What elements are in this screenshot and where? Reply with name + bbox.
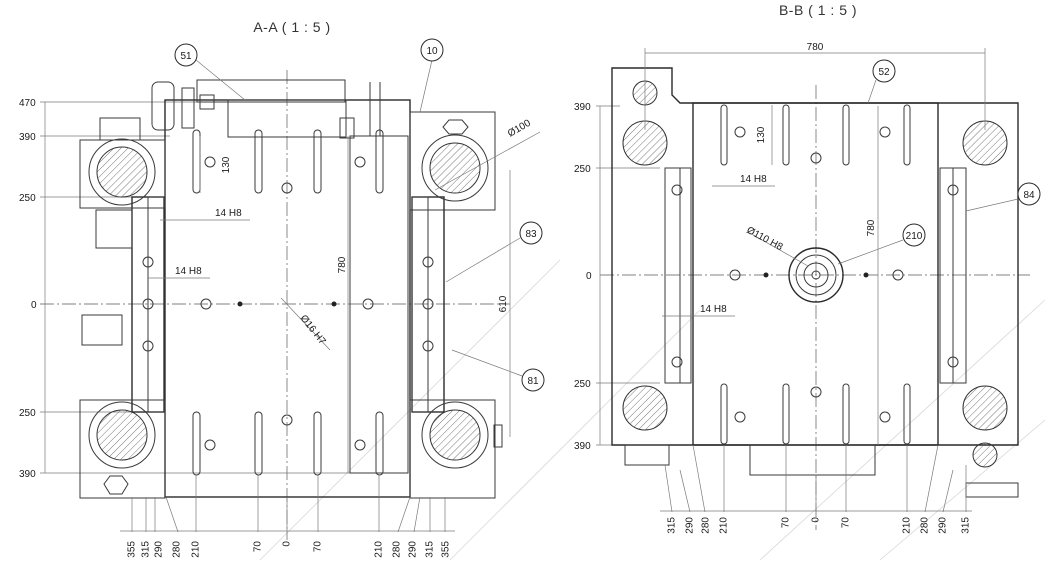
bb-dim-780-vertical: 780 [866, 219, 877, 236]
aa-callouts: 51 10 83 81 [174, 38, 545, 392]
callout-number: 84 [1023, 190, 1035, 201]
callout-number: 10 [426, 46, 438, 57]
aa-left-label: 390 [19, 469, 36, 480]
callout-bubble: 10 [420, 38, 444, 62]
bb-bottom-label: 290 [938, 517, 949, 534]
bb-left-label: 250 [574, 379, 591, 390]
bb-bottom-label: 315 [667, 517, 678, 534]
view-bb-title: B-B ( 1 : 5 ) [779, 2, 857, 18]
view-aa-title: A-A ( 1 : 5 ) [253, 19, 330, 35]
aa-bottom-label: 70 [313, 541, 324, 553]
bb-bottom-label: 280 [701, 517, 712, 534]
aa-bottom-extension-lines [120, 475, 455, 533]
bb-bottom-label: 210 [902, 517, 913, 534]
callout-bubble: 83 [519, 221, 543, 245]
bb-dim-d110: Ø110 H8 [745, 225, 785, 253]
bb-left-rail [664, 167, 692, 384]
bb-bottom-label: 315 [961, 517, 972, 534]
callout-number: 83 [525, 229, 537, 240]
aa-bottom-label: 315 [141, 541, 152, 558]
view-aa: A-A ( 1 : 5 ) [19, 19, 545, 558]
bb-center-nozzle [788, 247, 844, 303]
aa-bottom-label: 290 [154, 541, 165, 558]
aa-top-right-block [409, 111, 496, 211]
aa-tie-bars [88, 134, 489, 469]
bb-slots [720, 104, 911, 445]
aa-bottom-label: 280 [392, 541, 403, 558]
callout-number: 52 [878, 67, 890, 78]
aa-bottom-label: 280 [172, 541, 183, 558]
aa-dim-14h8-upper: 14 H8 [215, 208, 242, 219]
aa-left-extension-lines [40, 101, 380, 474]
aa-bottom-label: 210 [191, 541, 202, 558]
aa-left-label: 390 [19, 132, 36, 143]
aa-main-plate [164, 99, 411, 498]
bb-dim-780-top: 780 [807, 42, 824, 53]
bb-bottom-label: 210 [719, 517, 730, 534]
bb-bottom-label: 70 [841, 517, 852, 529]
aa-right-clamp [409, 196, 503, 499]
aa-dim-610: 610 [498, 295, 509, 312]
aa-bottom-axis: 355 315 290 280 210 70 0 70 210 280 290 … [127, 541, 452, 558]
aa-bottom-label: 290 [408, 541, 419, 558]
aa-bottom-label: 355 [441, 541, 452, 558]
aa-left-label: 250 [19, 193, 36, 204]
aa-left-clamp [79, 117, 166, 499]
bb-left-label: 390 [574, 441, 591, 452]
bb-left-label: 250 [574, 164, 591, 175]
aa-top-cylinder [151, 79, 381, 139]
aa-inner-plate [349, 135, 409, 474]
aa-left-label: 250 [19, 408, 36, 419]
bb-left-label: 0 [586, 271, 592, 282]
callout-bubble: 84 [1017, 182, 1041, 206]
callout-bubble: 81 [521, 368, 545, 392]
bb-left-extension-lines [596, 105, 660, 446]
bb-holes [671, 126, 959, 423]
aa-left-axis: 470 390 250 0 250 390 [19, 98, 37, 480]
bb-dim-130: 130 [756, 126, 767, 143]
aa-bottom-label: 355 [127, 541, 138, 558]
aa-bottom-label: 0 [282, 541, 293, 547]
aa-dim-d100: Ø100 [506, 118, 533, 140]
view-bb: B-B ( 1 : 5 ) [574, 2, 1041, 534]
bb-dim-14h8-upper: 14 H8 [740, 174, 767, 185]
aa-dim-130: 130 [221, 156, 232, 173]
aa-left-label: 470 [19, 98, 36, 109]
bb-bottom-label: 0 [811, 517, 822, 523]
aa-left-label: 0 [31, 300, 37, 311]
aa-bottom-label: 210 [374, 541, 385, 558]
aa-dim-14h8-lower: 14 H8 [175, 266, 202, 277]
callout-bubble: 51 [174, 43, 198, 67]
bb-left-axis: 390 250 0 250 390 [574, 102, 592, 452]
bb-dim-14h8-lower: 14 H8 [700, 304, 727, 315]
aa-dimensions: 130 780 610 14 H8 14 H8 Ø100 Ø16 H7 [148, 118, 541, 473]
bb-housing [611, 67, 1019, 498]
aa-holes [142, 156, 434, 451]
bb-callouts: 52 84 210 [837, 59, 1041, 265]
aa-bottom-label: 315 [425, 541, 436, 558]
callout-number: 81 [527, 376, 539, 387]
callout-number: 51 [180, 51, 192, 62]
aa-dim-d16: Ø16 H7 [298, 313, 328, 347]
aa-slots [192, 129, 384, 476]
bb-bottom-label: 290 [685, 517, 696, 534]
bb-bottom-axis: 315 290 280 210 70 0 70 210 280 290 315 [667, 517, 972, 534]
bb-tie-bars [622, 80, 1008, 468]
bb-bottom-label: 280 [920, 517, 931, 534]
bb-left-label: 390 [574, 102, 591, 113]
callout-bubble: 210 [902, 223, 926, 247]
callout-bubble: 52 [872, 59, 896, 83]
bb-bottom-extension-lines [660, 444, 972, 513]
aa-dim-780: 780 [337, 256, 348, 273]
callout-number: 210 [906, 231, 923, 242]
bb-bottom-label: 70 [781, 517, 792, 529]
aa-bottom-label: 70 [253, 541, 264, 553]
